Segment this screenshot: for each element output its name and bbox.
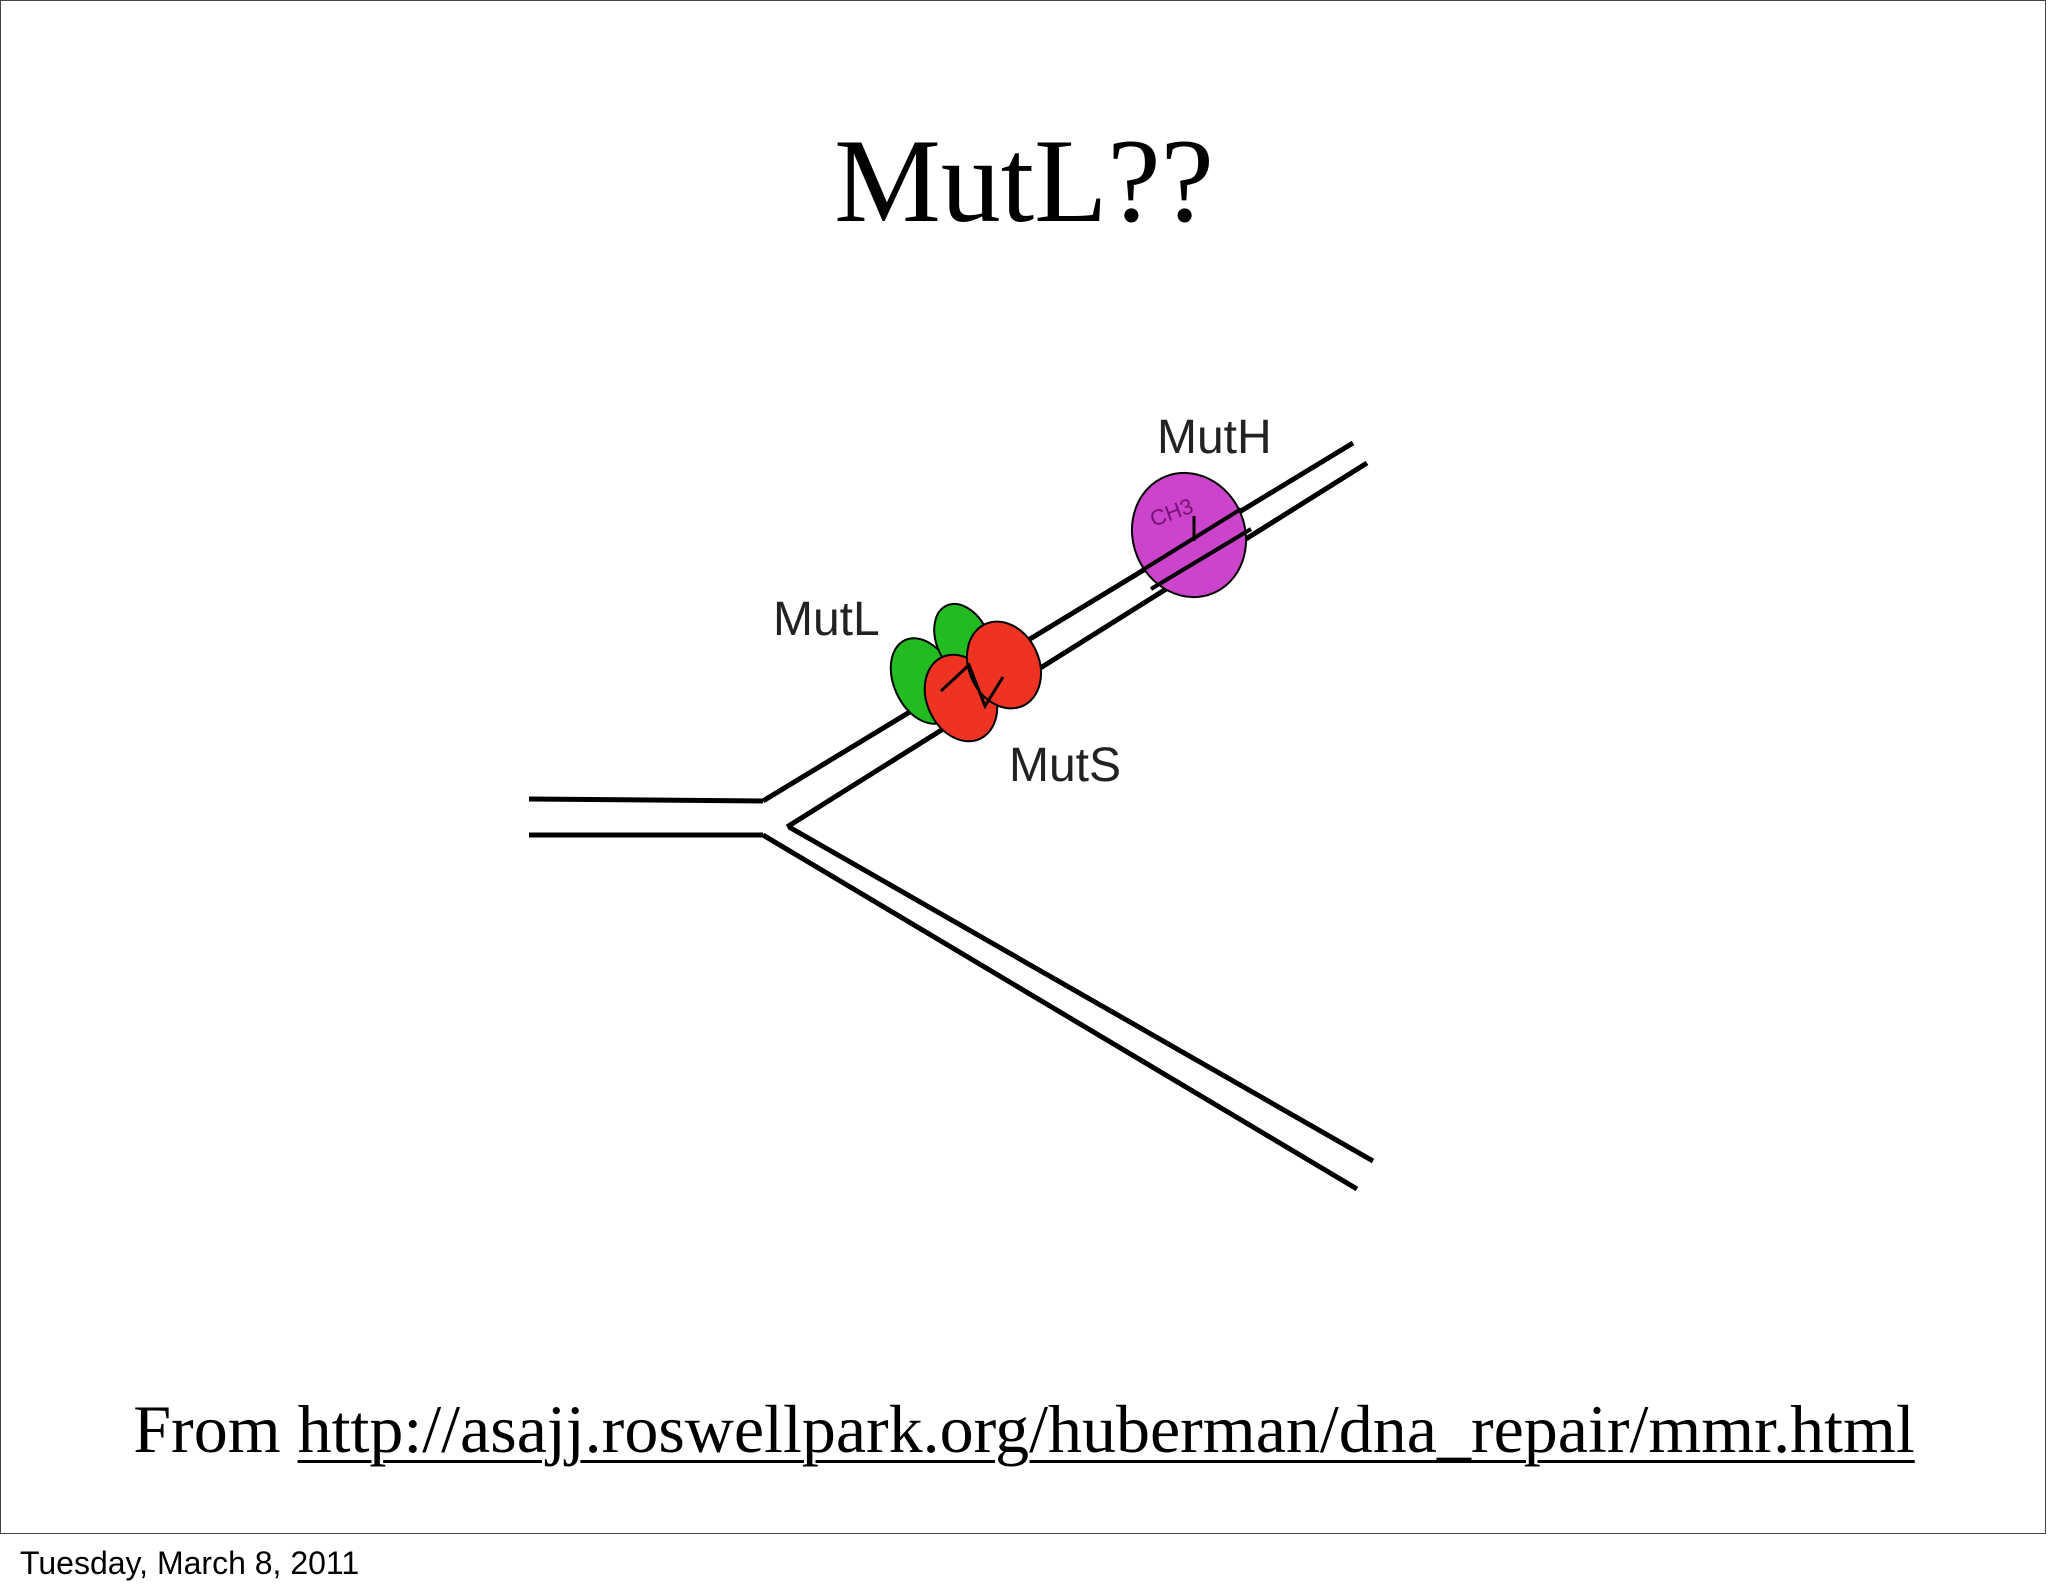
mutl-label: MutL (773, 593, 880, 646)
dna-upper-strand-inner (785, 460, 1369, 830)
muts-label: MutS (1009, 739, 1121, 792)
muth-body (1130, 471, 1248, 599)
dna-strands (528, 440, 1375, 1192)
slide-title: MutL?? (834, 114, 1214, 247)
source-prefix: From (133, 1391, 281, 1467)
muts-protein (923, 620, 1042, 743)
dna-through-muth-outer (1139, 507, 1243, 573)
slide: MutL?? (0, 0, 2046, 1534)
dna-through-muth-inner (1149, 527, 1253, 591)
source-link[interactable]: http://asajj.roswellpark.org/huberman/dn… (297, 1391, 1915, 1467)
muts-dna-kink (939, 662, 1005, 710)
dna-left-strand-top (528, 796, 764, 804)
dna-lower-strand-outer (761, 832, 1359, 1192)
dna-lower-strand-inner (787, 824, 1375, 1164)
source-citation: From http://asajj.roswellpark.org/huberm… (1, 1389, 2047, 1469)
dna-upper-strand-outer (761, 440, 1355, 804)
muth-protein: CH3 (1130, 471, 1253, 599)
dna-repair-diagram: CH3 MutH MutL MutS (528, 411, 1375, 1192)
footer-date: Tuesday, March 8, 2011 (20, 1545, 360, 1581)
muts-subunit-right (966, 620, 1042, 710)
muth-label: MutH (1157, 411, 1272, 464)
